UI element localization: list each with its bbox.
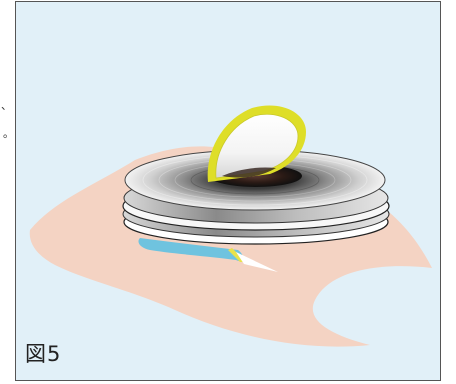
side-mark-period: 。	[3, 128, 14, 139]
side-mark-comma: 、	[1, 100, 12, 111]
figure-label: 図5	[25, 344, 61, 365]
